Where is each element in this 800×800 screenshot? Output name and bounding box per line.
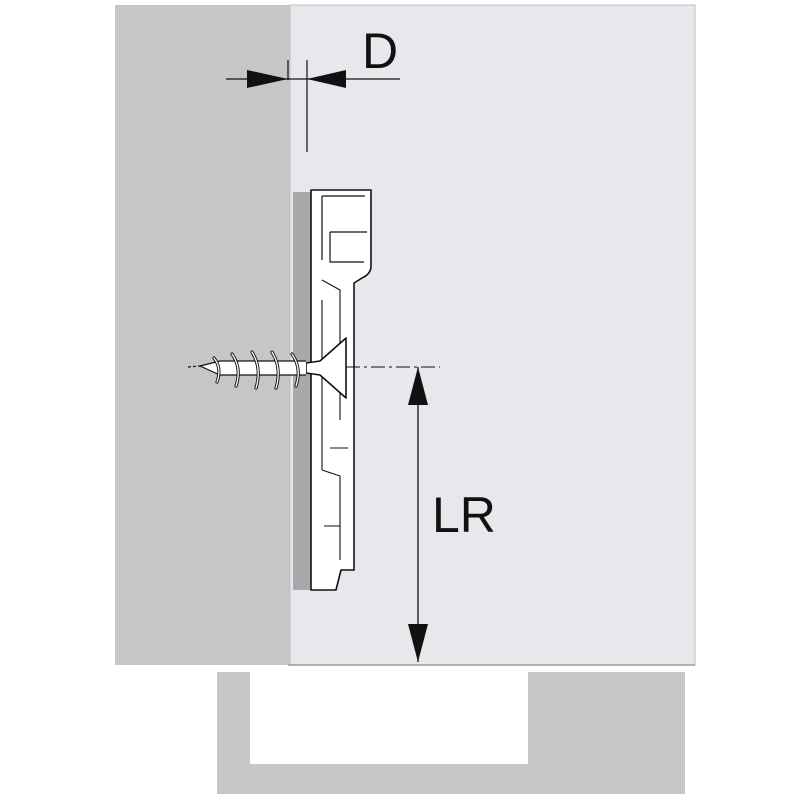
door-panel [289, 4, 696, 666]
screw [187, 337, 347, 399]
d-arrow-right [307, 70, 346, 88]
lr-arrow-top [408, 367, 428, 405]
d-label: D [362, 23, 398, 79]
lr-arrow-bottom [408, 624, 428, 662]
plate-backing-strip [293, 192, 311, 590]
lr-label: LR [432, 487, 496, 543]
d-arrow-left [247, 70, 288, 88]
cabinet-bottom-opening [250, 672, 528, 764]
cabinet-side-panel [115, 5, 290, 665]
lr-dimension [408, 367, 428, 662]
d-dimension [226, 60, 400, 152]
cabinet-bottom-section [217, 672, 685, 794]
